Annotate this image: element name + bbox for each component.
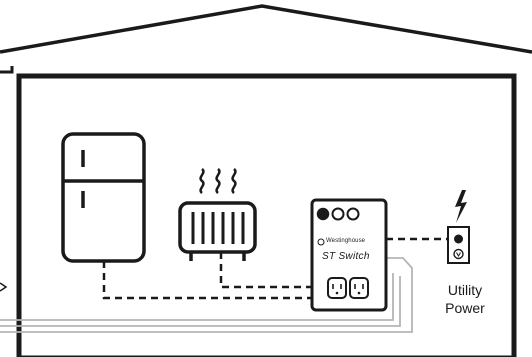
switch-brand-label: Westinghouse <box>326 238 366 244</box>
roof-outline <box>0 4 532 54</box>
status-led-2 <box>331 207 345 221</box>
grey-cable <box>0 257 413 333</box>
lightning-bolt-icon <box>455 190 467 223</box>
status-led-1 <box>316 207 330 221</box>
utility-label-line2: Power <box>445 300 485 316</box>
transfer-switch-icon <box>310 198 388 312</box>
space-heater-icon <box>178 168 257 261</box>
switch-outlet-left <box>327 277 347 299</box>
refrigerator-icon <box>61 132 146 263</box>
utility-outlet-icon <box>447 226 470 264</box>
house-outline <box>16 73 517 357</box>
switch-model-label: ST Switch <box>322 251 370 262</box>
switch-outlet-right <box>349 277 369 299</box>
chevron-right-icon <box>0 282 8 292</box>
status-led-3 <box>346 207 360 221</box>
fridge-cord <box>102 261 329 300</box>
roof-eave-left <box>0 66 14 74</box>
brand-logo-icon <box>317 238 325 246</box>
utility-label-line1: Utility <box>447 282 483 298</box>
utility-power-label: Utility Power <box>430 281 500 317</box>
